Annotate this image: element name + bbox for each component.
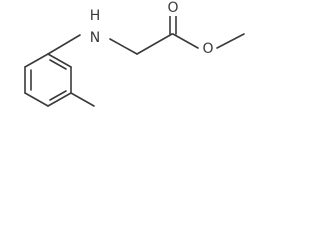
ring-bond-4 [24, 92, 49, 107]
carbonyl-to-ester-oxygen-bond [172, 33, 199, 49]
ring-double-bond-3 [49, 59, 67, 70]
ring-to-nitrogen-bond [47, 34, 81, 55]
nitrogen-to-ch2-bond [109, 38, 138, 55]
nitrogen-hydrogen-label: H [90, 8, 101, 24]
methyl-bond [70, 92, 95, 107]
molecule-structure: H N O O [24, 0, 245, 107]
carbonyl-oxygen-label: O [167, 0, 178, 16]
nitrogen-label: N [90, 30, 100, 46]
ester-oxygen-to-methyl-bond [216, 33, 245, 49]
ring-bond-3 [47, 92, 72, 107]
ch2-to-carbonyl-bond [136, 33, 173, 55]
ester-oxygen-label-bg [200, 40, 216, 58]
nitrogen-label-bg [84, 8, 106, 46]
ring-double-bond-2 [49, 90, 67, 101]
structure-canvas: H N O O [0, 0, 250, 134]
ester-oxygen-label: O [202, 41, 213, 57]
ring-bond-1 [47, 53, 72, 68]
carbonyl-oxygen-label-bg [164, 0, 182, 16]
ring-bond-6 [24, 53, 49, 68]
